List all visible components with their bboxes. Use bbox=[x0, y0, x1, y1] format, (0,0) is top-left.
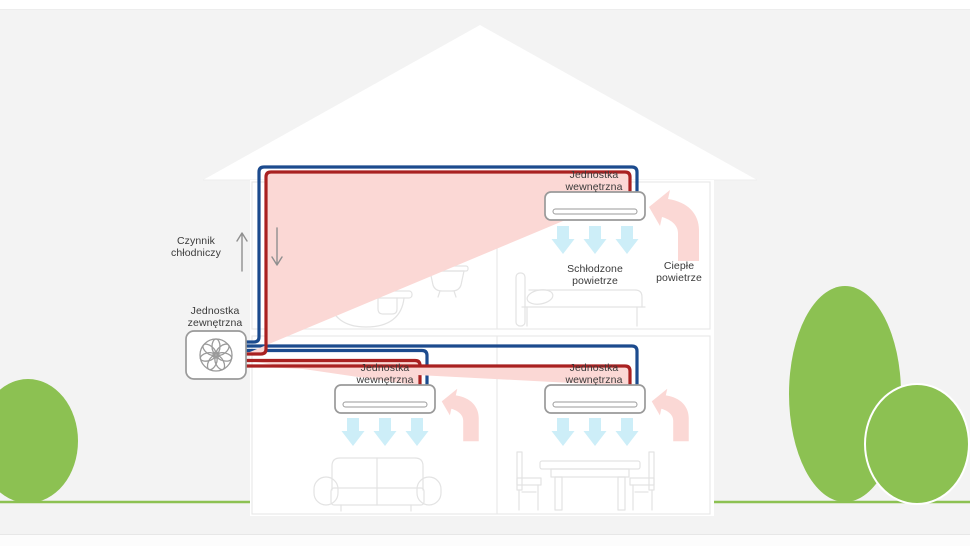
refrigerant-label-line2: chłodniczy bbox=[170, 247, 222, 259]
dining-table-chairs-icon bbox=[516, 451, 655, 511]
indoor-unit-upper-label: Jednostka wewnętrzna bbox=[565, 169, 622, 193]
bed-icon bbox=[515, 272, 646, 327]
right-small-bush-icon bbox=[864, 383, 970, 505]
fan-icon bbox=[199, 338, 233, 372]
outdoor-unit-label: Jednostka zewnętrzna bbox=[188, 305, 243, 329]
indoor-unit-upper bbox=[544, 191, 646, 221]
pipe-cold-upper-unit bbox=[245, 165, 639, 344]
outdoor-unit bbox=[185, 330, 247, 380]
roof bbox=[203, 25, 757, 180]
cooled-air-label-line2: powietrze bbox=[572, 275, 618, 287]
indoor-unit-label-line1: Jednostka bbox=[569, 362, 619, 374]
refrigerant-label-line1: Czynnik bbox=[176, 235, 216, 247]
lower-floor-outline bbox=[251, 335, 711, 515]
cooled-air-label: Schłodzone powietrze bbox=[567, 263, 623, 287]
left-bush-icon bbox=[0, 379, 78, 503]
indoor-unit-label-line1: Jednostka bbox=[360, 362, 410, 374]
bottom-white-strip bbox=[0, 534, 970, 546]
pipe-warm-upper-unit bbox=[245, 170, 632, 356]
pipe-cold-lower-right-unit bbox=[245, 344, 639, 386]
indoor-unit-label-line2: wewnętrzna bbox=[565, 374, 623, 386]
indoor-unit-lower-right bbox=[544, 384, 646, 414]
cooled-air-label-line1: Schłodzone bbox=[567, 263, 623, 275]
indoor-unit-label-line1: Jednostka bbox=[569, 169, 619, 181]
bushes bbox=[0, 286, 970, 505]
warm-air-label-line2: powietrze bbox=[656, 272, 702, 284]
indoor-unit-lower-left bbox=[334, 384, 436, 414]
refrigerant-label: Czynnik chłodniczy bbox=[171, 235, 221, 259]
refrigerant-pipes bbox=[245, 165, 639, 386]
outdoor-unit-label-line1: Jednostka bbox=[190, 305, 240, 317]
pipe-cold-lower-left-unit bbox=[245, 348, 429, 386]
top-white-strip bbox=[0, 0, 970, 10]
indoor-unit-lower-right-label: Jednostka wewnętrzna bbox=[565, 362, 622, 386]
sofa-icon bbox=[313, 457, 442, 512]
indoor-unit-lower-left-label: Jednostka wewnętrzna bbox=[356, 362, 413, 386]
indoor-unit-label-line2: wewnętrzna bbox=[565, 181, 623, 193]
refrigerant-up-arrow-icon bbox=[236, 232, 248, 272]
refrigerant-down-arrow-icon bbox=[271, 227, 283, 266]
pipe-warm-lower-right-unit bbox=[245, 364, 632, 386]
outdoor-unit-label-line2: zewnętrzna bbox=[187, 317, 243, 329]
indoor-unit-label-line2: wewnętrzna bbox=[356, 374, 414, 386]
warm-air-label-line1: Ciepłe bbox=[663, 260, 695, 272]
warm-air-label: Ciepłe powietrze bbox=[656, 260, 702, 284]
